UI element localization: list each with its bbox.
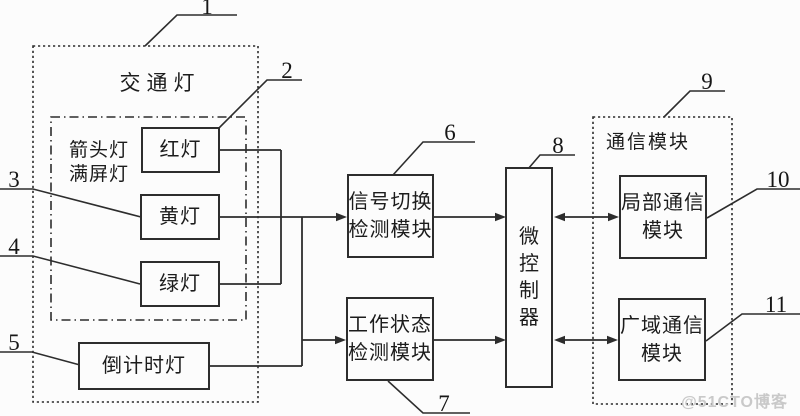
green-light-label: 绿灯 — [159, 273, 201, 295]
ref-number-3: 3 — [8, 167, 20, 192]
comm-group-title: 通信模块 — [605, 132, 690, 153]
wide-comm-line1: 广域通信 — [620, 314, 704, 337]
traffic-light-group-title: 交通灯 — [119, 71, 201, 95]
work-status-module-box: 工作状态 检测模块 — [346, 297, 434, 381]
local-comm-line2: 模块 — [642, 220, 684, 242]
lamp-type-annotation: 箭头灯 满屏灯 — [66, 139, 132, 187]
ref-number-10: 10 — [766, 167, 790, 192]
ref-number-11: 11 — [764, 292, 788, 317]
ref-number-8: 8 — [552, 133, 564, 158]
ref-number-4: 4 — [8, 234, 20, 259]
lamp-type-line2: 满屏灯 — [68, 164, 129, 185]
mcu-box: 微控制器 — [505, 167, 553, 388]
signal-switch-module-box: 信号切换 检测模块 — [347, 174, 434, 258]
ref-number-7: 7 — [438, 391, 450, 416]
green-light-box: 绿灯 — [140, 261, 220, 307]
mcu-label: 微控制器 — [519, 225, 539, 329]
signal-wires — [210, 149, 612, 367]
countdown-light-box: 倒计时灯 — [78, 342, 210, 390]
yellow-light-label: 黄灯 — [159, 206, 201, 228]
dashed-group-outlines — [32, 45, 733, 405]
work-status-line2: 检测模块 — [348, 342, 432, 364]
lamp-type-line1: 箭头灯 — [68, 140, 129, 161]
lamp-subgroup-outline — [50, 116, 247, 321]
wide-comm-line2: 模块 — [641, 342, 683, 365]
ref-number-2: 2 — [281, 58, 293, 83]
yellow-light-box: 黄灯 — [140, 194, 220, 240]
ref-number-6: 6 — [444, 120, 456, 145]
red-light-label: 红灯 — [159, 139, 202, 161]
signal-switch-line2: 检测模块 — [348, 219, 433, 241]
ref-number-9: 9 — [701, 69, 713, 94]
countdown-light-label: 倒计时灯 — [102, 355, 186, 377]
ref-number-5: 5 — [8, 330, 20, 355]
arrowheads — [335, 212, 619, 345]
work-status-line1: 工作状态 — [348, 314, 432, 336]
signal-switch-line1: 信号切换 — [348, 191, 433, 213]
site-watermark: @51CTO博客 — [681, 394, 788, 411]
local-comm-line1: 局部通信 — [621, 192, 705, 214]
wide-comm-module-box: 广域通信 模块 — [618, 298, 706, 381]
ref-number-1: 1 — [201, 0, 213, 19]
red-light-box: 红灯 — [141, 127, 220, 173]
local-comm-module-box: 局部通信 模块 — [619, 175, 707, 259]
reference-leader-lines — [0, 14, 800, 414]
comm-group-outline — [592, 116, 733, 405]
